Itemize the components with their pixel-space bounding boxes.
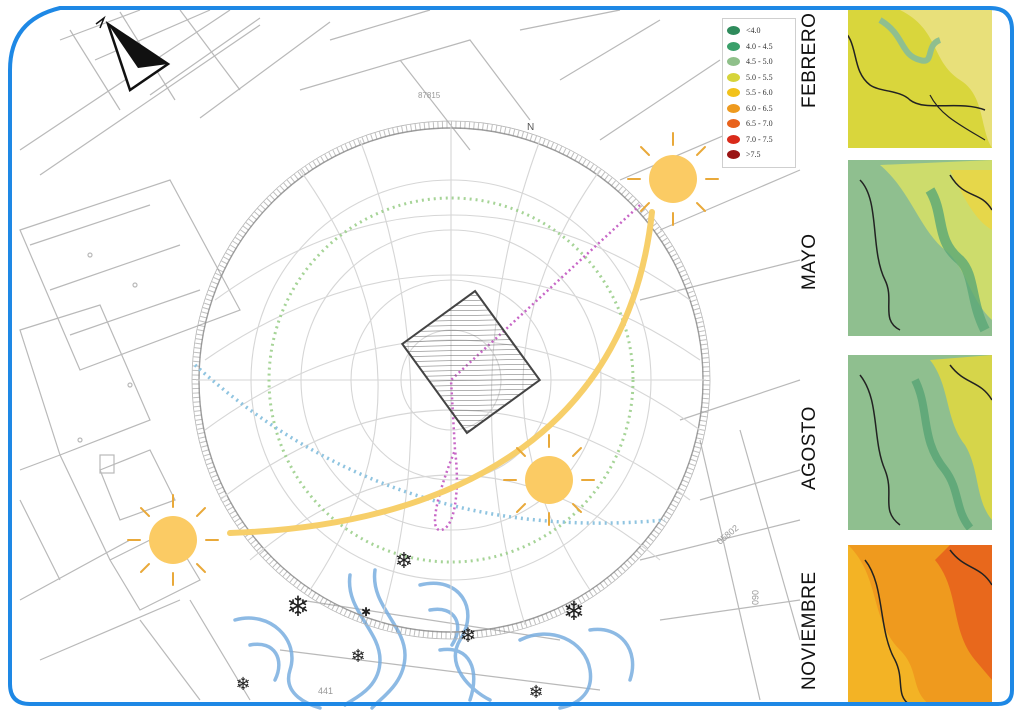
legend-item: 5.0 - 5.5 — [723, 70, 795, 86]
legend-item: 4.5 - 5.0 — [723, 54, 795, 70]
legend-item: 6.0 - 6.5 — [723, 101, 795, 117]
sun-icon-sunrise — [127, 494, 219, 586]
site-plan — [19, 9, 801, 701]
legend-swatch — [727, 134, 740, 144]
building-footprint — [400, 289, 542, 435]
parcel-label-bottom: 441 — [318, 686, 333, 696]
legend-label: 6.5 - 7.0 — [746, 119, 773, 129]
panel-map-mayo — [848, 160, 992, 336]
svg-text:✱: ✱ — [361, 605, 371, 619]
legend-label: 4.0 - 4.5 — [746, 41, 773, 51]
svg-text:❄: ❄ — [350, 646, 365, 667]
snowflake-icons: ❄ ❄ ❄ ❄ ❄ ❄ ❄ ✱ — [235, 549, 584, 703]
legend-item: 7.0 - 7.5 — [723, 132, 795, 148]
legend-item: <4.0 — [723, 23, 795, 39]
sun-icon-midday — [503, 434, 595, 526]
legend-swatch — [727, 57, 740, 67]
legend-item: 5.5 - 6.0 — [723, 85, 795, 101]
legend-swatch — [727, 103, 740, 113]
svg-text:❄: ❄ — [235, 674, 250, 695]
legend-item: >7.5 — [723, 147, 795, 163]
legend-swatch — [727, 88, 740, 98]
north-arrow-icon — [95, 15, 171, 92]
legend-label: >7.5 — [746, 150, 761, 160]
legend-swatch — [727, 41, 740, 51]
panel-title-noviembre: NOVIEMBRE — [799, 571, 820, 690]
legend-label: 4.5 - 5.0 — [746, 57, 773, 67]
legend-label: 5.0 - 5.5 — [746, 72, 773, 82]
sun-icon-sunset — [627, 132, 719, 226]
svg-text:❄: ❄ — [286, 590, 309, 623]
legend-swatch — [727, 26, 740, 36]
legend-label: 5.5 - 6.0 — [746, 88, 773, 98]
svg-text:❄: ❄ — [460, 623, 477, 647]
sun-trajectory — [227, 209, 655, 536]
parcel-label-right-1: 05802 — [715, 523, 741, 547]
compass-label-north: N — [527, 122, 534, 133]
legend-swatch — [727, 119, 740, 129]
legend-label: <4.0 — [746, 26, 761, 36]
panel-title-febrero: FEBRERO — [799, 12, 820, 108]
svg-text:❄: ❄ — [528, 682, 543, 703]
legend-item: 4.0 - 4.5 — [723, 39, 795, 55]
legend-box: <4.0 4.0 - 4.5 4.5 - 5.0 5.0 - 5.5 5.5 -… — [722, 18, 796, 168]
panel-map-febrero — [820, 10, 992, 148]
legend-swatch — [727, 72, 740, 82]
legend-item: 6.5 - 7.0 — [723, 116, 795, 132]
frame-border — [8, 6, 1014, 706]
svg-text:❄: ❄ — [395, 549, 413, 574]
legend-swatch — [727, 150, 740, 160]
panel-map-agosto — [848, 355, 992, 530]
parcel-label-top: 87815 — [418, 91, 441, 100]
svg-text:❄: ❄ — [563, 597, 585, 627]
parcel-label-right-2: 060 — [750, 590, 760, 605]
panel-title-mayo: MAYO — [799, 233, 820, 290]
panel-map-noviembre — [848, 545, 992, 705]
legend-label: 7.0 - 7.5 — [746, 134, 773, 144]
panel-title-agosto: AGOSTO — [799, 406, 820, 490]
legend-label: 6.0 - 6.5 — [746, 103, 773, 113]
wind-swirls — [233, 568, 635, 710]
